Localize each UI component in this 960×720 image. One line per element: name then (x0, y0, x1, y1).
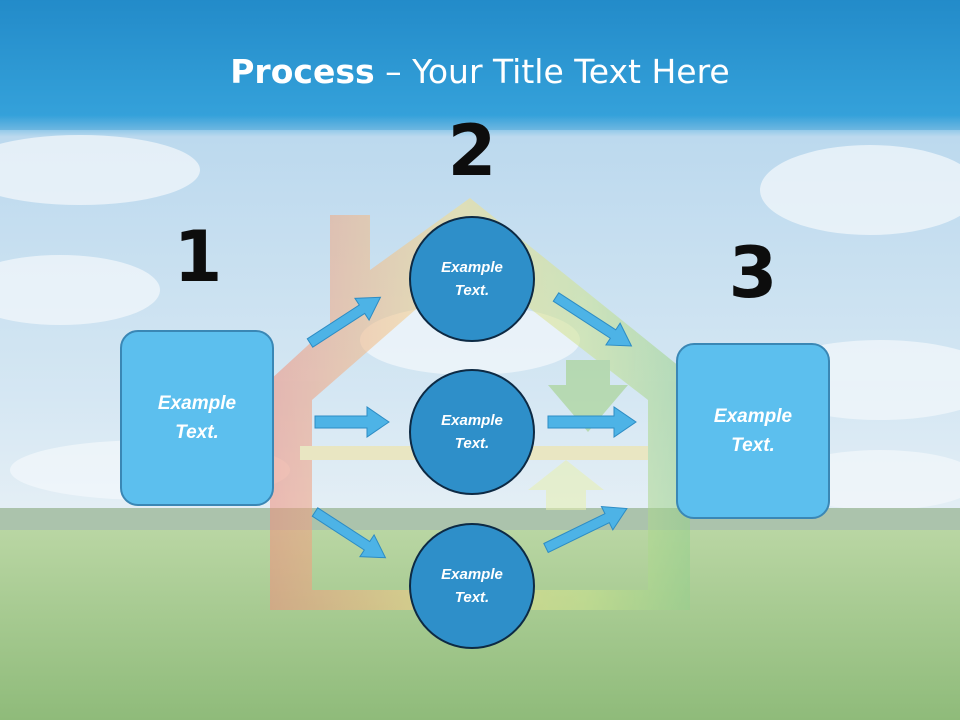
right-arrow-icon (552, 292, 633, 347)
right-arrow-icon (311, 507, 387, 559)
step-3-text-line2: Text. (731, 435, 775, 456)
step-3-box: Example Text. (676, 343, 830, 519)
circle-middle-text-line2: Text. (454, 435, 490, 452)
step-2-circle-bottom: Example Text. (409, 523, 535, 649)
step-2-circle-top: Example Text. (409, 216, 535, 342)
circle-top-text-line2: Text. (454, 282, 490, 299)
step-number-1: 1 (173, 216, 223, 298)
right-arrow-icon (543, 505, 628, 554)
slide-title: Process – Your Title Text Here (0, 52, 960, 91)
step-3-text-line1: Example (713, 406, 793, 427)
step-number-2: 2 (447, 110, 497, 192)
step-2-circle-middle: Example Text. (409, 369, 535, 495)
step-number-3: 3 (728, 232, 778, 314)
step-1-text-line1: Example (157, 393, 237, 414)
step-1-box: Example Text. (120, 330, 274, 506)
step-1-text-line2: Text. (175, 422, 219, 443)
circle-bottom-text-line1: Example (441, 566, 503, 583)
title-bold: Process (230, 52, 375, 91)
circle-middle-text-line1: Example (441, 412, 503, 429)
title-rest: – Your Title Text Here (374, 52, 730, 91)
circle-top-text-line1: Example (441, 259, 503, 276)
right-arrow-icon (306, 296, 382, 348)
right-arrow-icon (547, 406, 637, 438)
circle-bottom-text-line2: Text. (454, 589, 490, 606)
right-arrow-icon (314, 406, 390, 438)
